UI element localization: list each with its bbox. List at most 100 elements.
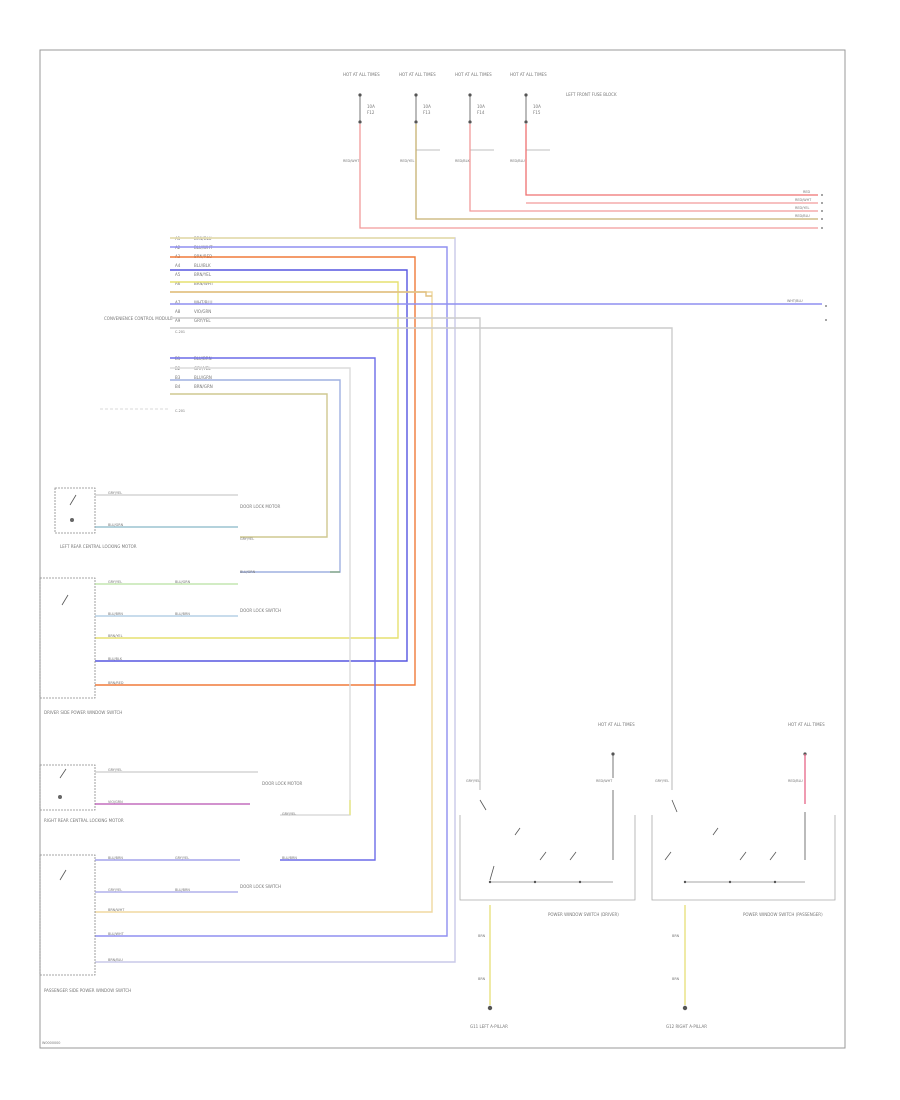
svg-text:DOOR LOCK MOTOR: DOOR LOCK MOTOR xyxy=(240,504,281,509)
svg-text:RED/BLK: RED/BLK xyxy=(455,159,470,163)
svg-text:HOT AT ALL TIMES: HOT AT ALL TIMES xyxy=(455,72,492,77)
svg-text:GRY/YEL: GRY/YEL xyxy=(466,779,480,783)
svg-text:A5: A5 xyxy=(175,272,181,277)
svg-text:RIGHT REAR CENTRAL LOCKING MOT: RIGHT REAR CENTRAL LOCKING MOTOR xyxy=(44,818,124,823)
svg-text:DOOR LOCK SWITCH: DOOR LOCK SWITCH xyxy=(240,884,281,889)
svg-text:POWER WINDOW SWITCH (DRIVER): POWER WINDOW SWITCH (DRIVER) xyxy=(548,912,619,917)
fuse-3: HOT AT ALL TIMES 10A F14 RED/BLK xyxy=(455,72,492,163)
svg-text:B4: B4 xyxy=(175,384,181,389)
right-wire-blue-label: WHT/BLU xyxy=(787,299,803,303)
svg-text:DRIVER SIDE POWER WINDOW SWITC: DRIVER SIDE POWER WINDOW SWITCH xyxy=(44,710,122,715)
svg-text:C-201: C-201 xyxy=(175,330,185,334)
right-rear-actuator: RIGHT REAR CENTRAL LOCKING MOTOR GRY/YEL… xyxy=(39,764,303,823)
svg-text:HOT AT ALL TIMES: HOT AT ALL TIMES xyxy=(788,722,825,727)
svg-text:RED/BLU: RED/BLU xyxy=(788,779,803,783)
svg-text:DOOR LOCK MOTOR: DOOR LOCK MOTOR xyxy=(262,781,303,786)
svg-text:C-201: C-201 xyxy=(175,409,185,413)
svg-text:BLU/GRN: BLU/GRN xyxy=(240,570,256,574)
fuse-block-label: LEFT FRONT FUSE BLOCK xyxy=(566,92,617,97)
svg-text:BRN/GRN: BRN/GRN xyxy=(194,384,213,389)
svg-text:BLU/BLK: BLU/BLK xyxy=(108,657,123,661)
svg-text:GRY/YEL: GRY/YEL xyxy=(655,779,669,783)
svg-text:VIO/GRN: VIO/GRN xyxy=(108,800,123,804)
svg-text:GRY/YEL: GRY/YEL xyxy=(282,812,296,816)
svg-text:BRN/RED: BRN/RED xyxy=(108,681,124,685)
svg-text:HOT AT ALL TIMES: HOT AT ALL TIMES xyxy=(343,72,380,77)
fuse-2: HOT AT ALL TIMES 10A F13 RED/YEL xyxy=(399,72,436,163)
svg-text:BLU/GRN: BLU/GRN xyxy=(194,375,212,380)
svg-text:RED: RED xyxy=(803,190,810,194)
svg-text:GRY/YEL: GRY/YEL xyxy=(108,768,122,772)
svg-text:F13: F13 xyxy=(423,110,431,115)
svg-text:BLU/BRN: BLU/BRN xyxy=(282,856,297,860)
svg-text:BRN: BRN xyxy=(672,977,680,981)
svg-text:LEFT REAR CENTRAL LOCKING MOTO: LEFT REAR CENTRAL LOCKING MOTOR xyxy=(60,544,137,549)
svg-text:F12: F12 xyxy=(367,110,375,115)
svg-text:F14: F14 xyxy=(477,110,485,115)
svg-text:WHT/BLU: WHT/BLU xyxy=(194,300,213,305)
svg-text:BLU/BRN: BLU/BRN xyxy=(175,888,190,892)
fuse-feed-wires: RED RED/WHT RED/YEL RED/BLU xyxy=(359,124,823,229)
svg-text:G11 LEFT A-PILLAR: G11 LEFT A-PILLAR xyxy=(470,1024,508,1029)
svg-text:BRN: BRN xyxy=(478,934,486,938)
svg-text:RED/WHT: RED/WHT xyxy=(343,159,360,163)
svg-text:BRN: BRN xyxy=(478,977,486,981)
svg-text:B3: B3 xyxy=(175,375,181,380)
svg-text:BRN/WHT: BRN/WHT xyxy=(108,908,125,912)
svg-text:10A: 10A xyxy=(533,104,541,109)
svg-text:RED/BLU: RED/BLU xyxy=(795,214,810,218)
center-switch-b: HOT AT ALL TIMES RED/BLU GRY/YEL POWER W… xyxy=(651,722,836,1029)
svg-text:HOT AT ALL TIMES: HOT AT ALL TIMES xyxy=(598,722,635,727)
fuse-1: HOT AT ALL TIMES 10A F12 RED/WHT xyxy=(343,72,380,163)
fuse-group: HOT AT ALL TIMES 10A F12 RED/WHT HOT AT … xyxy=(343,72,617,163)
svg-text:A8: A8 xyxy=(175,309,181,314)
svg-text:A4: A4 xyxy=(175,263,181,268)
svg-text:10A: 10A xyxy=(423,104,431,109)
passenger-window-switch: PASSENGER SIDE POWER WINDOW SWITCH BLU/B… xyxy=(39,854,297,993)
svg-text:G12 RIGHT A-PILLAR: G12 RIGHT A-PILLAR xyxy=(666,1024,707,1029)
module-wires xyxy=(95,237,822,963)
svg-text:10A: 10A xyxy=(367,104,375,109)
svg-text:GRY/YEL: GRY/YEL xyxy=(108,888,122,892)
svg-text:F15: F15 xyxy=(533,110,541,115)
fuse-4: HOT AT ALL TIMES 10A F15 RED/BLU xyxy=(510,72,547,163)
diagram-frame xyxy=(39,49,846,1049)
svg-text:BRN/YEL: BRN/YEL xyxy=(194,272,212,277)
footer-code: W0000000 xyxy=(42,1041,60,1045)
driver-window-switch: DRIVER SIDE POWER WINDOW SWITCH GRY/YEL … xyxy=(39,577,281,715)
svg-text:BRN/BLU: BRN/BLU xyxy=(108,958,123,962)
svg-text:BLU/BRN: BLU/BRN xyxy=(108,612,123,616)
svg-text:A9: A9 xyxy=(175,318,181,323)
left-rear-actuator: LEFT REAR CENTRAL LOCKING MOTOR GRY/YEL … xyxy=(54,487,281,574)
svg-text:RED/WHT: RED/WHT xyxy=(795,198,812,202)
svg-text:BLU/BRN: BLU/BRN xyxy=(108,856,123,860)
center-switch-a: HOT AT ALL TIMES RED/WHT GRY/YEL POWER W… xyxy=(459,722,636,1029)
svg-text:A6: A6 xyxy=(175,281,181,286)
svg-text:10A: 10A xyxy=(477,104,485,109)
control-module-label: CONVENIENCE CONTROL MODULE xyxy=(104,316,173,321)
svg-text:DOOR LOCK SWITCH: DOOR LOCK SWITCH xyxy=(240,608,281,613)
svg-text:GRY/YEL: GRY/YEL xyxy=(194,318,211,323)
svg-text:RED/YEL: RED/YEL xyxy=(795,206,809,210)
svg-text:RED/WHT: RED/WHT xyxy=(596,779,613,783)
svg-text:BLU/GRN: BLU/GRN xyxy=(175,580,191,584)
svg-text:VIO/GRN: VIO/GRN xyxy=(194,309,211,314)
svg-text:GRY/YEL: GRY/YEL xyxy=(175,856,189,860)
svg-text:BLU/GRN: BLU/GRN xyxy=(108,523,124,527)
svg-text:GRY/YEL: GRY/YEL xyxy=(108,580,122,584)
svg-text:BLU/BRN: BLU/BRN xyxy=(175,612,190,616)
svg-text:PASSENGER SIDE POWER WINDOW SW: PASSENGER SIDE POWER WINDOW SWITCH xyxy=(44,988,131,993)
svg-text:HOT AT ALL TIMES: HOT AT ALL TIMES xyxy=(510,72,547,77)
svg-text:GRY/YEL: GRY/YEL xyxy=(240,537,254,541)
svg-text:RED/BLU: RED/BLU xyxy=(510,159,525,163)
svg-text:HOT AT ALL TIMES: HOT AT ALL TIMES xyxy=(399,72,436,77)
svg-text:RED/YEL: RED/YEL xyxy=(400,159,414,163)
svg-text:BLU/BLK: BLU/BLK xyxy=(194,263,211,268)
svg-text:BRN: BRN xyxy=(672,934,680,938)
svg-text:BRN/WHT: BRN/WHT xyxy=(194,281,214,286)
svg-text:GRY/YEL: GRY/YEL xyxy=(108,491,122,495)
svg-text:BLU/WHT: BLU/WHT xyxy=(108,932,125,936)
